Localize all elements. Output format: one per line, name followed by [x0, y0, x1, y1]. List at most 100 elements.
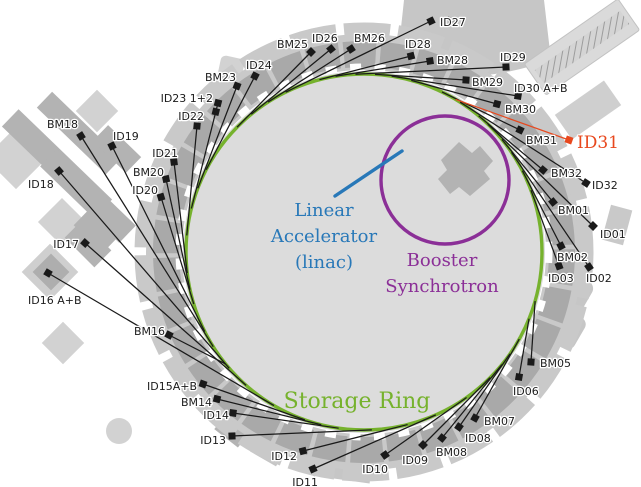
- beamline-label-id28: ID28: [405, 38, 431, 51]
- beamline-marker-bm18: [76, 131, 86, 141]
- beamline-line-id01: [487, 123, 594, 227]
- beamline-label-bm02: BM02: [557, 251, 588, 264]
- beamline-label-id30-a-b: ID30 A+B: [514, 82, 568, 95]
- beamline-label-bm26: BM26: [354, 32, 385, 45]
- beamline-line-bm05: [530, 301, 536, 363]
- beamline-line-bm28: [335, 60, 431, 77]
- beamline-marker-bm14: [212, 394, 222, 404]
- beamline-line-id21: [173, 161, 188, 274]
- beamline-label-id09: ID09: [402, 454, 428, 467]
- beamline-line-id14: [232, 412, 339, 429]
- beamline-line-id31: [455, 98, 570, 141]
- beamline-label-bm29: BM29: [472, 76, 503, 89]
- beamline-marker-id08: [454, 422, 464, 432]
- beamline-label-bm32: BM32: [551, 167, 582, 180]
- beamline-marker-id28: [406, 51, 416, 61]
- beamline-label-id17: ID17: [53, 238, 79, 251]
- beamline-line-id17: [84, 242, 247, 386]
- beamline-label-id24: ID24: [246, 59, 272, 72]
- beamline-marker-bm05: [527, 358, 535, 366]
- beamline-line-bm18: [80, 135, 214, 347]
- beamline-marker-id22: [193, 122, 201, 130]
- beamline-label-id01: ID01: [600, 228, 626, 241]
- beamline-marker-id11: [308, 464, 318, 474]
- beamline-label-id21: ID21: [152, 147, 178, 160]
- beamline-marker-bm16: [164, 330, 174, 340]
- beamline-line-bm31: [441, 91, 521, 131]
- beamline-label-id06: ID06: [513, 385, 539, 398]
- beamline-line-id09: [422, 377, 491, 446]
- beamline-marker-id21: [170, 158, 178, 166]
- beamline-label-id26: ID26: [312, 32, 338, 45]
- booster-label-line1: Booster: [407, 250, 478, 271]
- beamline-line-bm02: [521, 170, 562, 247]
- beamline-line-id12: [302, 423, 408, 452]
- beamline-line-id03: [530, 189, 560, 267]
- beamline-line-bm30: [411, 79, 498, 105]
- beamline-line-id15a-b: [202, 383, 306, 421]
- beamline-marker-bm08: [437, 433, 447, 443]
- booster-circle: [379, 114, 511, 246]
- beamline-marker-id14: [229, 409, 237, 417]
- beamline-line-bm01: [501, 138, 554, 203]
- building-id18-b: [40, 149, 136, 243]
- building-wing: [554, 80, 622, 140]
- linac-label-line3: (linac): [295, 252, 353, 273]
- central-building: [438, 142, 493, 196]
- beamline-label-id22: ID22: [178, 110, 204, 123]
- beamline-label-bm05: BM05: [540, 357, 571, 370]
- beamline-line-id11: [312, 414, 437, 470]
- beamline-label-id18: ID18: [28, 178, 54, 191]
- beamline-label-bm16: BM16: [134, 325, 165, 338]
- beamline-label-id23-1-2: ID23 1+2: [161, 92, 213, 105]
- beamline-line-id02: [510, 151, 590, 268]
- beamline-line-id10: [384, 396, 467, 456]
- beamline-line-id06: [518, 318, 530, 378]
- beamlines: [43, 16, 598, 474]
- beamline-line-bm25: [236, 51, 312, 128]
- beamline-label-bm23: BM23: [205, 71, 236, 84]
- beamline-label-bm30: BM30: [505, 103, 536, 116]
- building-hatched: [524, 0, 640, 95]
- beamline-marker-id30-a-b: [513, 91, 523, 101]
- beamline-label-bm31: BM31: [526, 134, 557, 147]
- beamline-label-id31: ID31: [577, 133, 619, 153]
- beamline-label-bm18: BM18: [47, 118, 78, 131]
- beamline-line-bm20: [165, 178, 191, 290]
- beamline-label-id16-a-b: ID16 A+B: [28, 294, 82, 307]
- beamline-line-bm08: [441, 364, 503, 439]
- beamline-line-bm14: [216, 398, 322, 426]
- building-tab: [601, 204, 633, 246]
- beamline-marker-id20: [156, 192, 166, 202]
- beamline-line-id30-a-b: [391, 75, 519, 97]
- beamline-label-id03: ID03: [548, 272, 574, 285]
- beamline-label-id14: ID14: [203, 409, 229, 422]
- beamline-line-id19: [111, 145, 206, 332]
- beamline-marker-id03: [554, 261, 564, 271]
- beamline-marker-bm29: [462, 76, 470, 84]
- beamline-line-bm26: [267, 48, 352, 103]
- beamline-line-id13: [231, 429, 372, 437]
- beamline-label-bm28: BM28: [437, 54, 468, 67]
- beamline-marker-id23-1-2: [211, 107, 221, 116]
- beamline-line-bm23: [197, 85, 238, 189]
- hall-scallop: [134, 22, 594, 482]
- beamline-line-bm29: [375, 73, 467, 81]
- beamline-marker-bm07: [470, 413, 480, 423]
- beamline-line-id18: [58, 170, 230, 369]
- beamline-marker-id31: [564, 135, 574, 145]
- beamline-label-id02: ID02: [586, 272, 612, 285]
- beamline-label-id20: ID20: [132, 184, 158, 197]
- beamline-marker-bm30: [492, 99, 502, 109]
- beamline-marker-bm01: [548, 197, 558, 207]
- beamline-line-id27: [285, 20, 432, 93]
- beamline-marker-id09: [418, 440, 428, 450]
- beamline-marker-bm02: [556, 241, 566, 251]
- beamline-marker-bm26: [346, 44, 356, 54]
- beamline-marker-id06: [514, 372, 524, 382]
- beamline-label-id29: ID29: [500, 51, 526, 64]
- beamline-marker-bm25: [306, 47, 316, 57]
- beamline-line-bm07: [474, 338, 520, 419]
